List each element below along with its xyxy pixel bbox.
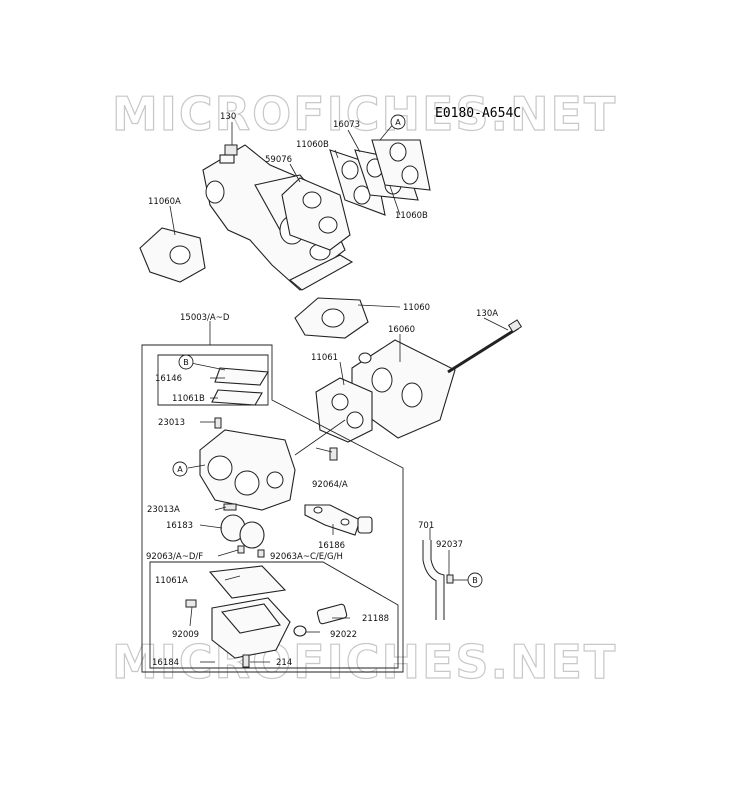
label-16184: 16184	[152, 658, 179, 668]
label-21188: 21188	[362, 614, 389, 624]
label-16060: 16060	[388, 325, 415, 335]
label-11061b: 11061B	[172, 394, 205, 404]
callout-a-carb: A	[172, 461, 188, 477]
svg-text:B: B	[472, 576, 478, 585]
callout-b-hose: B	[467, 572, 483, 588]
label-11060a: 11060A	[148, 197, 181, 207]
jet-92064a	[329, 447, 338, 461]
gasket-11061	[315, 377, 373, 443]
clip-92037	[446, 574, 454, 584]
label-11061: 11061	[311, 353, 338, 363]
label-23013: 23013	[158, 418, 185, 428]
spacer-block-16060	[351, 339, 456, 439]
label-11060b-right: 11060B	[395, 211, 428, 221]
gasket-11061b	[211, 389, 263, 406]
bolt-130	[219, 144, 238, 164]
label-92037: 92037	[436, 540, 463, 550]
diagram-code: E0180-A654C	[435, 106, 521, 121]
label-92064a: 92064/A	[312, 480, 348, 490]
label-92022: 92022	[330, 630, 357, 640]
gasket-16186	[304, 504, 361, 536]
screw-23013a	[223, 503, 237, 511]
solenoid-16183	[220, 514, 265, 549]
label-15003: 15003/A~D	[180, 313, 230, 323]
callout-b-frame: B	[178, 354, 194, 370]
oring-92022	[293, 625, 307, 637]
label-130a: 130A	[476, 309, 498, 319]
gasket-11060	[294, 297, 369, 339]
gasket-11060a	[139, 227, 206, 283]
jets-92063	[237, 545, 265, 558]
label-92009: 92009	[172, 630, 199, 640]
gasket-11061a	[208, 565, 287, 599]
label-16073: 16073	[333, 120, 360, 130]
svg-text:A: A	[177, 465, 183, 474]
label-16186: 16186	[318, 541, 345, 551]
label-701: 701	[418, 521, 434, 531]
svg-text:B: B	[183, 358, 189, 367]
carburetor-body	[199, 429, 296, 511]
label-59076: 59076	[265, 155, 292, 165]
label-214: 214	[276, 658, 292, 668]
valve-16186	[357, 516, 373, 534]
label-11060: 11060	[403, 303, 430, 313]
label-11060b-top: 11060B	[296, 140, 329, 150]
label-92063-adf: 92063/A~D/F	[146, 552, 203, 562]
watermark-top: MICROFICHES.NET	[112, 87, 617, 141]
screw-92009	[185, 599, 197, 608]
label-92063-aceg: 92063A~C/E/G/H	[270, 552, 343, 562]
label-130: 130	[220, 112, 236, 122]
label-16146: 16146	[155, 374, 182, 384]
label-11061a: 11061A	[155, 576, 188, 586]
label-23013a: 23013A	[147, 505, 180, 515]
float-bowl-16184	[211, 597, 291, 659]
drain-21188	[316, 603, 348, 625]
screw-214	[242, 654, 250, 668]
leader-lines	[169, 121, 509, 663]
hose-701	[422, 540, 445, 620]
cover-16146	[214, 367, 269, 386]
svg-text:A: A	[395, 118, 401, 127]
carburetor-frame	[141, 344, 404, 673]
watermark-bottom: MICROFICHES.NET	[112, 635, 617, 689]
screw-23013	[214, 417, 222, 429]
callout-a-top: A	[390, 114, 406, 130]
gasket-59076	[281, 177, 351, 251]
stud-bolt-130a	[447, 319, 523, 374]
gasket-11060b-right	[371, 139, 431, 191]
label-16183: 16183	[166, 521, 193, 531]
